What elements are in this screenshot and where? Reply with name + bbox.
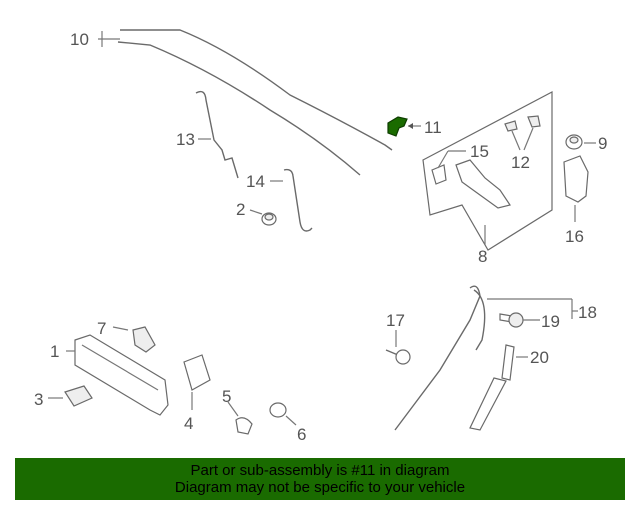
- part-3-block: [48, 385, 93, 407]
- part-10-release-cable: [98, 29, 393, 176]
- part-4-switch: [183, 354, 211, 410]
- part-14-prop-rod: [270, 168, 313, 232]
- part-16-bracket: [563, 155, 589, 222]
- part-5-connector: [227, 401, 253, 435]
- callout-9: 9: [598, 134, 607, 153]
- callout-7: 7: [97, 319, 106, 338]
- part-17-bolt: [385, 330, 411, 365]
- part-8-latch-panel: [422, 91, 553, 251]
- info-banner: Part or sub-assembly is #11 in diagram D…: [15, 458, 625, 500]
- callout-20: 20: [530, 348, 549, 367]
- callout-15: 15: [470, 142, 489, 161]
- callout-6: 6: [297, 425, 306, 444]
- callout-5: 5: [222, 387, 231, 406]
- parts-diagram: 10 11 13 14 2 8 12: [34, 29, 607, 444]
- callout-10: 10: [70, 30, 89, 49]
- part-19-pin: [499, 312, 540, 328]
- part-18-release-cable: [394, 285, 578, 431]
- part-9-nut: [565, 134, 596, 150]
- callout-17: 17: [386, 311, 405, 330]
- callout-8: 8: [478, 247, 487, 266]
- part-20-gas-strut: [469, 344, 528, 431]
- part-11-clip: [387, 116, 421, 137]
- part-13-support-rod: [195, 90, 239, 179]
- callout-16: 16: [565, 227, 584, 246]
- callout-12: 12: [511, 153, 530, 172]
- part-6-grommet: [269, 402, 297, 426]
- part-7-handle: [112, 326, 156, 353]
- callout-1: 1: [50, 342, 59, 361]
- callout-11: 11: [424, 118, 442, 137]
- banner-line-1: Part or sub-assembly is #11 in diagram: [190, 462, 450, 479]
- callout-13: 13: [176, 130, 195, 149]
- callout-4: 4: [184, 414, 193, 433]
- callout-2: 2: [236, 200, 245, 219]
- callout-19: 19: [541, 312, 560, 331]
- callout-14: 14: [246, 172, 265, 191]
- part-2-grommet: [249, 209, 277, 226]
- part-12-clips: [504, 115, 541, 151]
- part-1-grille: [66, 334, 169, 416]
- callout-3: 3: [34, 390, 43, 409]
- banner-line-2: Diagram may not be specific to your vehi…: [174, 479, 466, 496]
- callout-18: 18: [578, 303, 597, 322]
- part-15-latch: [431, 150, 511, 209]
